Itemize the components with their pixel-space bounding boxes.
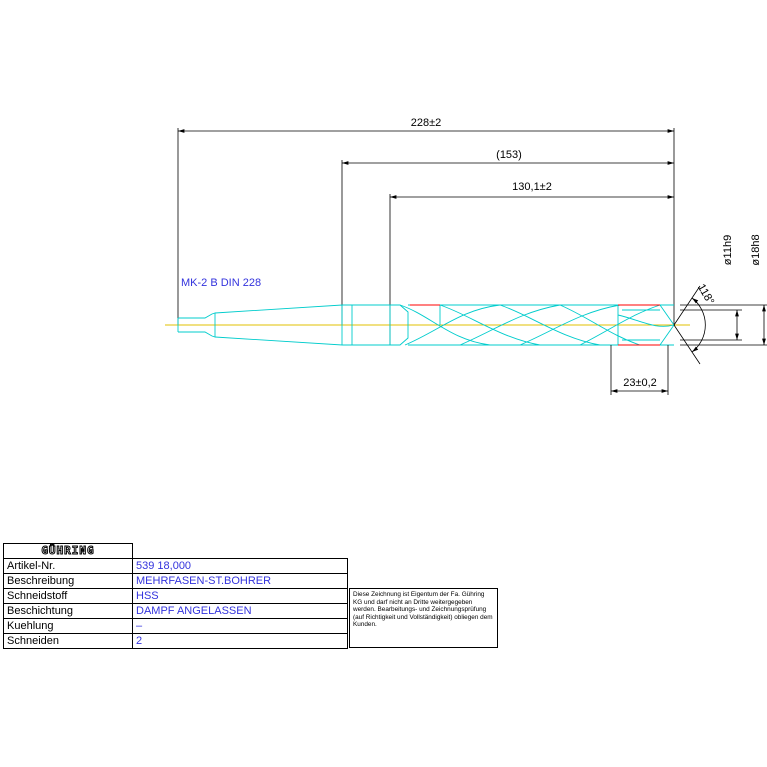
dimension-flute-length: 130,1±2 [389,181,674,345]
row-value: DAMPF ANGELASSEN [132,603,348,619]
row-label: Beschichtung [3,603,133,619]
title-block-header: GÜHRING [3,543,348,559]
row-label: Kuehlung [3,618,133,634]
point-angle: 118° [673,282,716,365]
dim-flute-text: 130,1±2 [512,181,552,193]
row-label: Beschreibung [3,573,133,589]
title-row: Beschreibung MEHRFASEN-ST.BOHRER [3,573,348,589]
row-value: MEHRFASEN-ST.BOHRER [132,573,348,589]
guehring-logo: GÜHRING [41,544,95,558]
dimension-total-length: 228±2 [177,117,675,325]
dimension-dia-large: ø18h8 [680,234,767,346]
row-label: Schneiden [3,633,133,649]
dim-point-text: 23±0,2 [623,377,657,389]
title-row: Beschichtung DAMPF ANGELASSEN [3,603,348,619]
dia-small-text: ø11h9 [722,235,734,265]
row-value: 539 18,000 [132,558,348,574]
title-row: Kuehlung – [3,618,348,634]
dimension-point-length: 23±0,2 [610,345,669,395]
row-value: – [132,618,348,634]
row-label: Artikel-Nr. [3,558,133,574]
title-row: Artikel-Nr. 539 18,000 [3,558,348,574]
flute-margin-lines [410,304,660,346]
row-label: Schneidstoff [3,588,133,604]
ownership-notice: Diese Zeichnung ist Eigentum der Fa. Güh… [349,588,498,648]
title-row: Schneiden 2 [3,633,348,649]
dim-ref-text: (153) [496,149,522,161]
dimension-reference: (153) [341,149,674,325]
row-value: HSS [132,588,348,604]
dim-total-text: 228±2 [411,117,442,129]
title-block: GÜHRING Artikel-Nr. 539 18,000 Beschreib… [3,543,348,649]
dimension-dia-small: ø11h9 [680,235,742,341]
dia-large-text: ø18h8 [750,234,762,265]
title-row: Schneidstoff HSS [3,588,348,604]
shank-label: MK-2 B DIN 228 [181,277,261,289]
drill-outline [177,304,675,346]
row-value: 2 [132,633,348,649]
